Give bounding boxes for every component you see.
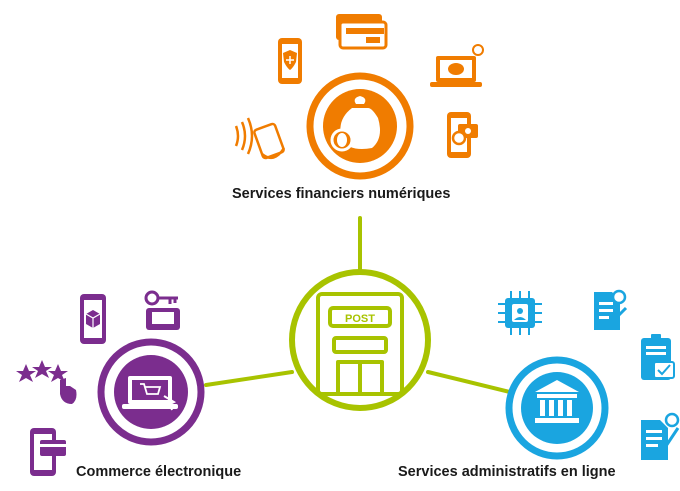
egov-hub bbox=[505, 356, 609, 460]
phone-card-icon bbox=[30, 428, 66, 476]
connector-egov bbox=[426, 370, 512, 394]
document-sign-icon bbox=[594, 289, 628, 330]
cards-icon bbox=[336, 14, 388, 50]
government-building-icon bbox=[535, 380, 579, 423]
post-office-icon bbox=[316, 292, 404, 396]
key-lock-icon bbox=[144, 290, 180, 330]
phone-money-icon bbox=[447, 112, 478, 158]
center-post-node: POST bbox=[289, 269, 431, 411]
clipboard-check-icon bbox=[641, 334, 675, 380]
ecommerce-label: Commerce électronique bbox=[76, 464, 242, 480]
shield-phone-icon bbox=[278, 38, 302, 84]
money-bag-icon bbox=[330, 96, 380, 152]
financial-hub bbox=[306, 72, 414, 180]
rating-stars-icon bbox=[16, 360, 77, 404]
laptop-payment-icon bbox=[430, 44, 484, 87]
document-pen-icon bbox=[641, 412, 680, 460]
phone-package-icon bbox=[80, 294, 106, 344]
connector-ecommerce bbox=[204, 370, 294, 387]
connectors bbox=[204, 216, 512, 394]
egov-services-label: Services administratifs en ligne bbox=[398, 464, 616, 480]
post-sign-text: POST bbox=[345, 313, 375, 325]
chip-id-icon bbox=[498, 291, 542, 335]
ecommerce-hub bbox=[97, 338, 205, 446]
contactless-card-icon bbox=[234, 117, 286, 160]
laptop-cart-icon bbox=[122, 376, 178, 411]
financial-services-label: Services financiers numériques bbox=[232, 186, 451, 202]
